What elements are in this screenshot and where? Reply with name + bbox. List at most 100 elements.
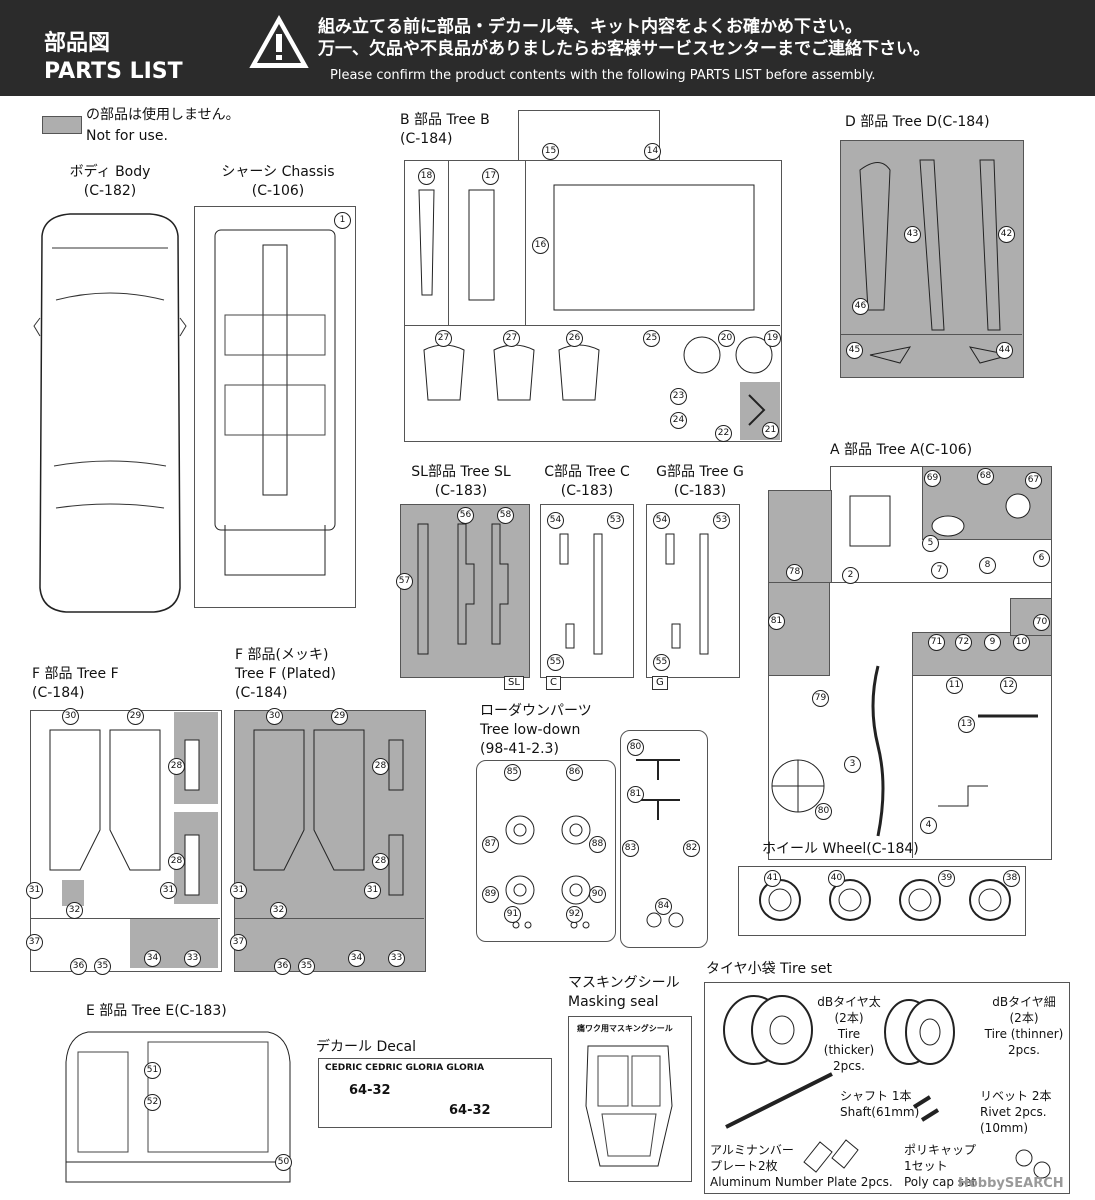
part-number: 2: [842, 567, 859, 584]
decal-brand: CEDRIC: [365, 1063, 403, 1073]
part-number: 14: [644, 143, 661, 160]
part-number: 53: [713, 512, 730, 529]
part-number: 46: [852, 298, 869, 315]
tree-c-tag: C: [546, 676, 561, 690]
tree-g-panel: [646, 504, 740, 678]
part-number: 20: [718, 330, 735, 347]
part-number: 32: [270, 902, 287, 919]
part-number: 90: [589, 886, 606, 903]
part-number: 87: [482, 836, 499, 853]
part-number: 43: [904, 226, 921, 243]
part-number: 68: [977, 468, 994, 485]
part-number: 81: [768, 613, 785, 630]
tree-c-panel: [540, 504, 634, 678]
part-number: 58: [497, 507, 514, 524]
tree-d-divider: [840, 334, 1022, 335]
part-number: 31: [160, 882, 177, 899]
part-number: 23: [670, 388, 687, 405]
wheel-label: ホイール Wheel(C-184): [762, 841, 919, 857]
part-number: 22: [715, 425, 732, 442]
plate-text: アルミナンバー プレート2枚 Aluminum Number Plate 2pc…: [710, 1143, 893, 1189]
decal-plate: 64-32: [449, 1103, 491, 1118]
tree-b-divider: [404, 325, 780, 326]
part-number: 36: [70, 958, 87, 975]
header-bar: 部品図 PARTS LIST 組み立てる前に部品・デカール等、キット内容をよくお…: [0, 0, 1095, 96]
warning-text-en: Please confirm the product contents with…: [330, 68, 876, 83]
part-number: 26: [566, 330, 583, 347]
part-number: 36: [274, 958, 291, 975]
tree-b-panel-top: [518, 110, 660, 164]
chassis-drawing: [214, 229, 336, 576]
watermark: HobbySEARCH: [958, 1176, 1064, 1191]
tree-a-div: [912, 632, 913, 858]
tree-e-drawing: [65, 1031, 291, 1183]
part-number: 21: [762, 422, 779, 439]
tree-f-plated-label: F 部品(メッキ) Tree F (Plated) (C-184): [235, 647, 336, 701]
part-number: 79: [812, 690, 829, 707]
part-number: 91: [504, 906, 521, 923]
tree-a-label: A 部品 Tree A(C-106): [830, 442, 973, 458]
not-for-use-swatch: [42, 116, 82, 134]
part-number: 83: [622, 840, 639, 857]
part-number: 28: [372, 758, 389, 775]
part-number: 4: [920, 817, 937, 834]
part-number: 82: [683, 840, 700, 857]
part-number: 34: [144, 950, 161, 967]
part-number: 80: [815, 803, 832, 820]
part-number: 33: [184, 950, 201, 967]
part-number: 32: [66, 902, 83, 919]
part-number: 11: [946, 677, 963, 694]
part-number: 19: [764, 330, 781, 347]
tree-g-label: G部品 Tree G (C-183): [656, 464, 744, 499]
decal-plate: 64-32: [349, 1083, 391, 1098]
part-number: 50: [275, 1154, 292, 1171]
part-number: 86: [566, 764, 583, 781]
part-number: 5: [922, 535, 939, 552]
part-number: 28: [372, 853, 389, 870]
body-label: ボディ Body (C-182): [69, 164, 151, 199]
part-number: 52: [144, 1094, 161, 1111]
legend-jp: の部品は使用しません。: [86, 107, 240, 123]
part-number: 88: [589, 836, 606, 853]
part-number: 53: [607, 512, 624, 529]
tree-sl-tag: SL: [504, 676, 524, 690]
part-number: 3: [844, 756, 861, 773]
part-number: 28: [168, 758, 185, 775]
tire-thin-text: dBタイヤ細 (2本) Tire (thinner) 2pcs.: [984, 995, 1064, 1057]
masking-title: 痛ワク用マスキングシール: [577, 1024, 673, 1033]
part-number: 80: [627, 739, 644, 756]
part-number: 37: [230, 934, 247, 951]
tree-f-divider: [30, 918, 220, 919]
tree-b-label: B 部品 Tree B (C-184): [400, 112, 490, 147]
part-number: 33: [388, 950, 405, 967]
warning-icon: [249, 14, 309, 68]
part-number: 18: [418, 168, 435, 185]
tree-fp-parts: [253, 729, 404, 896]
part-number: 89: [482, 886, 499, 903]
part-number: 55: [547, 654, 564, 671]
tree-b-div-v1: [448, 160, 449, 325]
tree-slcg-parts: [417, 523, 709, 655]
tire-set-label: タイヤ小袋 Tire set: [706, 961, 832, 977]
decal-sheet: CEDRIC CEDRIC GLORIA GLORIA 64-32 64-32: [318, 1058, 552, 1128]
part-number: 29: [331, 708, 348, 725]
tire-set-parts: [723, 995, 1051, 1179]
part-number: 13: [958, 716, 975, 733]
tree-c-label: C部品 Tree C (C-183): [544, 464, 630, 499]
part-number: 56: [457, 507, 474, 524]
part-number: 54: [653, 512, 670, 529]
part-number: 39: [938, 870, 955, 887]
tree-f-gray-3: [130, 918, 218, 968]
part-number: 71: [928, 634, 945, 651]
part-number: 15: [542, 143, 559, 160]
part-number: 38: [1003, 870, 1020, 887]
tree-d-label: D 部品 Tree D(C-184): [845, 114, 990, 130]
part-number: 37: [26, 934, 43, 951]
part-number: 8: [979, 557, 996, 574]
part-number: 30: [266, 708, 283, 725]
part-number: 17: [482, 168, 499, 185]
part-number: 70: [1033, 614, 1050, 631]
polycap-text: ポリキャップ 1セット Poly cap set: [904, 1143, 977, 1189]
part-number: 25: [643, 330, 660, 347]
tree-d-parts: [859, 159, 1011, 364]
